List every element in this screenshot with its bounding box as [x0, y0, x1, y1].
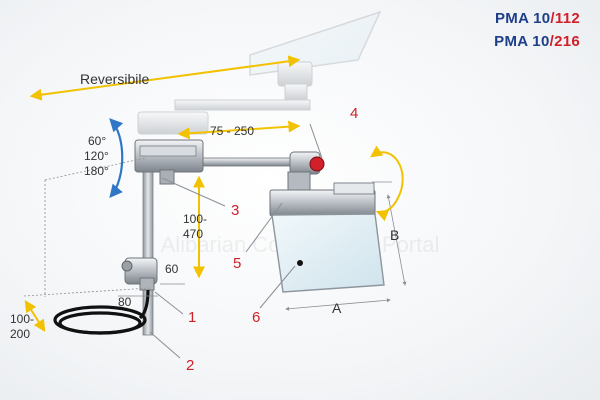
- callout-3: 3: [231, 202, 239, 219]
- callout-1: 1: [188, 309, 196, 326]
- model-title-216: PMA 10/216: [494, 33, 580, 50]
- rotation-arrow: [109, 118, 124, 199]
- label-reach: 75 - 250: [210, 124, 254, 138]
- label-height-a: 100-: [183, 212, 207, 226]
- label-angle-180: 180°: [84, 164, 109, 178]
- callout-2: 2: [186, 357, 194, 374]
- callout-4: 4: [350, 105, 358, 122]
- pivot-joint: [287, 151, 325, 191]
- label-dim-60: 60: [165, 262, 179, 276]
- column-clamp: [121, 257, 158, 291]
- label-dim-b: B: [390, 227, 399, 243]
- label-reversible: Reversibile: [80, 71, 149, 87]
- callout-6: 6: [252, 309, 260, 326]
- callout-leaders: [149, 123, 323, 359]
- model-title-112: PMA 10/112: [494, 10, 580, 27]
- label-base-b: 200: [10, 327, 30, 341]
- ghost-upper-position: [137, 10, 382, 135]
- label-angle-60: 60°: [88, 134, 106, 148]
- label-dim-80: 80: [118, 295, 132, 309]
- label-base-a: 100-: [10, 312, 34, 326]
- label-height-b: 470: [183, 227, 203, 241]
- protective-shield: [269, 182, 385, 293]
- label-angle-120: 120°: [84, 149, 109, 163]
- head-block: [134, 139, 204, 185]
- label-dim-a: A: [332, 300, 342, 316]
- power-cable: [53, 289, 150, 335]
- dimension-lines: [23, 157, 407, 311]
- callout-5: 5: [233, 255, 241, 272]
